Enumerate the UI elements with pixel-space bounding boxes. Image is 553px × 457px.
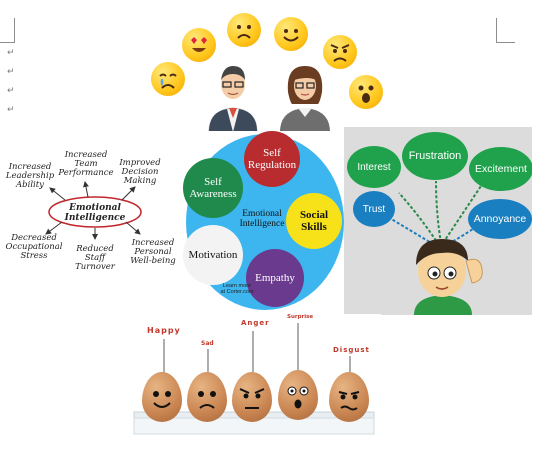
smile-emoji-icon [274,17,308,51]
egg-label-surprise: Surprise [287,314,314,320]
interest-bubble: Interest [347,146,401,188]
egg-label-anger: Anger [241,319,270,327]
mind-map-outcome: Increased Team Performance [58,150,114,178]
surprise-egg-icon [278,370,318,420]
mind-map-outcome: Improved Decision Making [119,158,161,186]
emotions-bubbles-panel: Interest Frustration Excitement Trust An… [344,127,532,315]
egg-label-disgust: Disgust [333,346,370,354]
thinking-man-icon [414,239,483,315]
excitement-bubble: Excitement [469,147,532,191]
egg-label-happy: Happy [147,326,181,335]
mind-map-outcome: Reduced Staff Turnover [75,244,115,272]
motivation-circle: Motivation [183,225,243,285]
mind-map-outcome: Decreased Occupational Stress [5,233,63,261]
social-skills-circle: Social Skills [286,193,342,249]
heart-eyes-emoji-icon [182,28,216,62]
ei-credit-text: Learn more at Corter.com [220,283,254,295]
ei-mind-map: Emotional Intelligence Increased Team Pe… [0,142,182,272]
annoyance-bubble: Annoyance [468,199,532,239]
mind-map-outcome: Increased Leadership Ability [5,162,55,190]
paragraph-mark: ↵ [7,86,15,96]
disgust-egg-icon [329,372,369,422]
mind-map-center-label: Emotional Intelligence [64,203,126,223]
self-regulation-circle: Self Regulation [244,131,300,187]
ei-center-label: Emotional Intelligence [239,209,285,229]
emoji-people-image [148,12,388,132]
ei-circles-diagram: Self Regulation Self Awareness Social Sk… [183,131,345,313]
trust-bubble: Trust [353,191,395,227]
emotion-eggs-image: Happy Sad Anger Surprise Disgust [126,314,381,455]
crop-mark-top-left [0,18,15,43]
empathy-circle: Empathy [246,249,304,307]
mind-map-outcome: Increased Personal Well-being [130,238,176,266]
sad-emoji-icon [227,13,261,47]
happy-egg-icon [142,372,182,422]
self-awareness-circle: Self Awareness [183,158,243,218]
frowning-emoji-icon [323,35,357,69]
man-figure-icon [208,66,258,132]
anger-egg-icon [232,372,272,422]
crying-emoji-icon [151,62,185,96]
sad-egg-icon [187,372,227,422]
mind-map-arrows [45,181,142,240]
paragraph-mark: ↵ [7,48,15,58]
woman-figure-icon [280,66,330,132]
paragraph-mark: ↵ [7,67,15,77]
crop-mark-top-right [496,18,515,43]
frustration-bubble: Frustration [402,132,468,180]
egg-label-sad: Sad [201,340,214,347]
paragraph-mark: ↵ [7,105,15,115]
surprised-emoji-icon [349,75,383,109]
